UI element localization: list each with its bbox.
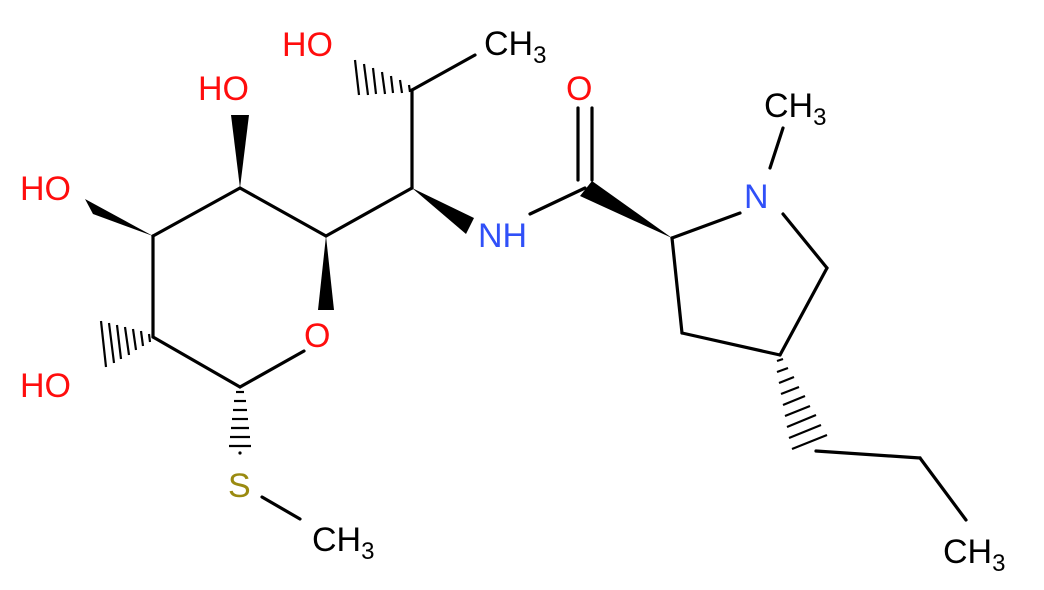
wedge-c2-oh (231, 115, 249, 188)
wedge-c3-o (318, 236, 334, 310)
bond-s-ch3 (260, 495, 302, 521)
hash-c5-s (229, 390, 251, 448)
bond-propyl-1 (814, 449, 922, 460)
hash-cho-oh (353, 59, 412, 96)
hash-c6-oh (99, 320, 152, 368)
label-ch3-top: CH3 (484, 25, 546, 69)
bond-n-c5p (781, 212, 829, 270)
hash-c4p-propyl (776, 357, 828, 451)
wedge-c1-oh (85, 199, 153, 236)
bond-c5p-c4p (778, 266, 829, 357)
subscript-digit: 3 (992, 550, 1005, 577)
wedge-c2p-co (580, 181, 672, 238)
bond-propyl-2 (918, 456, 968, 522)
label-nh: NH (478, 217, 527, 255)
label-o-carbonyl: O (566, 70, 592, 108)
bond-nh-co (528, 186, 587, 216)
bond-c2-c3 (238, 186, 328, 238)
wedge-bonds (85, 115, 672, 310)
bond-n-ch3 (768, 126, 785, 170)
bond-c2p-n (670, 211, 742, 240)
atom-labels: HO CH3 HO HO HO O S CH3 NH O N CH3 CH3 (20, 25, 1005, 577)
label-ch3-propyl: CH3 (943, 533, 1005, 577)
label-ho-ring-bottom: HO (20, 367, 71, 405)
bond-c3p-c2p (670, 236, 684, 335)
bond-c2-c1 (151, 186, 242, 238)
hash-bonds (99, 59, 828, 451)
label-ho-ring-top: HO (198, 70, 249, 108)
bond-c4p-c3p (680, 331, 782, 357)
label-ch3-n: CH3 (764, 87, 826, 131)
wedge-cn-nh (412, 188, 474, 234)
label-s: S (228, 467, 251, 505)
label-ch3-s: CH3 (312, 521, 374, 565)
label-ho-ring-left: HO (20, 170, 71, 208)
bond-c3-cn (324, 186, 414, 238)
bond-cho-ch3 (410, 53, 477, 92)
label-n-pyrrolidine: N (744, 178, 769, 216)
single-bonds (151, 53, 968, 522)
subscript-digit: 3 (813, 104, 826, 131)
subscript-digit: 3 (361, 538, 374, 565)
bond-c6-c5 (151, 335, 242, 389)
bond-c5-o (238, 349, 306, 389)
label-ch3-top-text: CH (484, 25, 533, 63)
label-o-ring: O (304, 317, 330, 355)
label-ho-top: HO (282, 26, 333, 64)
subscript-digit: 3 (533, 42, 546, 69)
